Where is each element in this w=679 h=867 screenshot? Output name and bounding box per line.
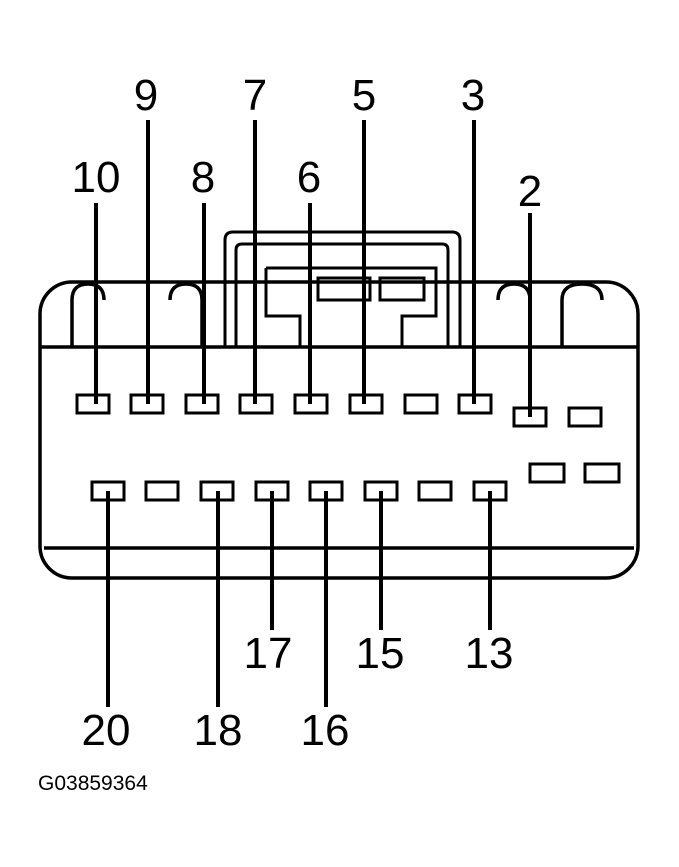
pin-label-20: 20 [82,706,131,755]
pin-label-7: 7 [243,71,267,120]
pin-label-3: 3 [461,71,485,120]
terminal [403,393,439,415]
bottom-leader-lines [106,491,492,707]
pin-label-9: 9 [134,71,158,120]
pin-label-6: 6 [297,153,321,202]
top-row-terminals [75,393,621,484]
locking-latch [223,230,462,347]
pin-label-17: 17 [244,629,293,678]
pin-label-10: 10 [72,153,121,202]
pin-label-13: 13 [465,629,514,678]
pin-label-5: 5 [352,71,376,120]
bottom-pin-labels: 20 18 17 16 15 13 [82,629,514,755]
terminal [417,480,453,502]
terminal [75,393,111,415]
terminal [583,462,621,484]
connector-housing [38,280,640,580]
terminal [528,462,566,484]
pin-label-8: 8 [191,153,215,202]
pin-label-16: 16 [301,706,350,755]
terminal [144,480,180,502]
bottom-row-terminals [90,480,508,502]
pin-label-18: 18 [194,706,243,755]
top-pin-labels: 10 9 8 7 6 5 3 2 [72,71,543,216]
figure-code: G03859364 [38,772,148,795]
pin-label-15: 15 [356,629,405,678]
top-leader-lines [94,120,532,417]
terminal [567,406,603,428]
pin-label-2: 2 [518,167,542,216]
